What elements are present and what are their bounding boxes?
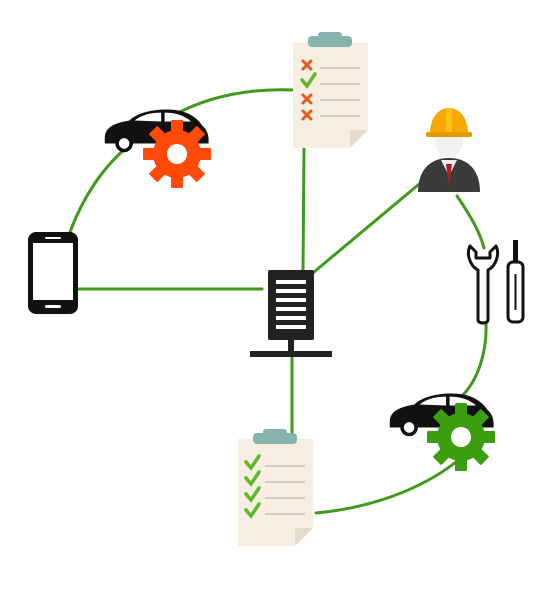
- check-icon: [244, 454, 261, 471]
- link-car-checklist-complete: [314, 460, 458, 515]
- link-technician-tools: [455, 194, 486, 250]
- cross-icon: [301, 59, 313, 71]
- check-icon: [300, 72, 317, 89]
- cross-icon: [301, 109, 313, 121]
- check-icon: [244, 470, 261, 487]
- clipboard-checklist-icon-complete: [238, 429, 313, 546]
- car-gear-icon-service-request: [104, 109, 211, 188]
- link-phone-car-service: [68, 141, 134, 234]
- check-icon: [244, 502, 261, 519]
- connection-lines: [68, 88, 488, 515]
- wrench-screwdriver-icon: [466, 240, 525, 325]
- link-car-checklist-pending: [176, 88, 296, 115]
- car-gear-icon-service-done: [389, 393, 495, 471]
- link-tools-car-done: [460, 322, 488, 398]
- server-icon: [250, 270, 332, 357]
- engineer-hardhat-icon: [418, 108, 480, 192]
- link-server-technician: [312, 178, 426, 274]
- smartphone-icon: [28, 232, 78, 314]
- clipboard-checklist-icon-pending: [293, 32, 368, 148]
- link-server-checklist-pending: [301, 146, 306, 274]
- cross-icon: [301, 93, 313, 105]
- check-icon: [244, 486, 261, 503]
